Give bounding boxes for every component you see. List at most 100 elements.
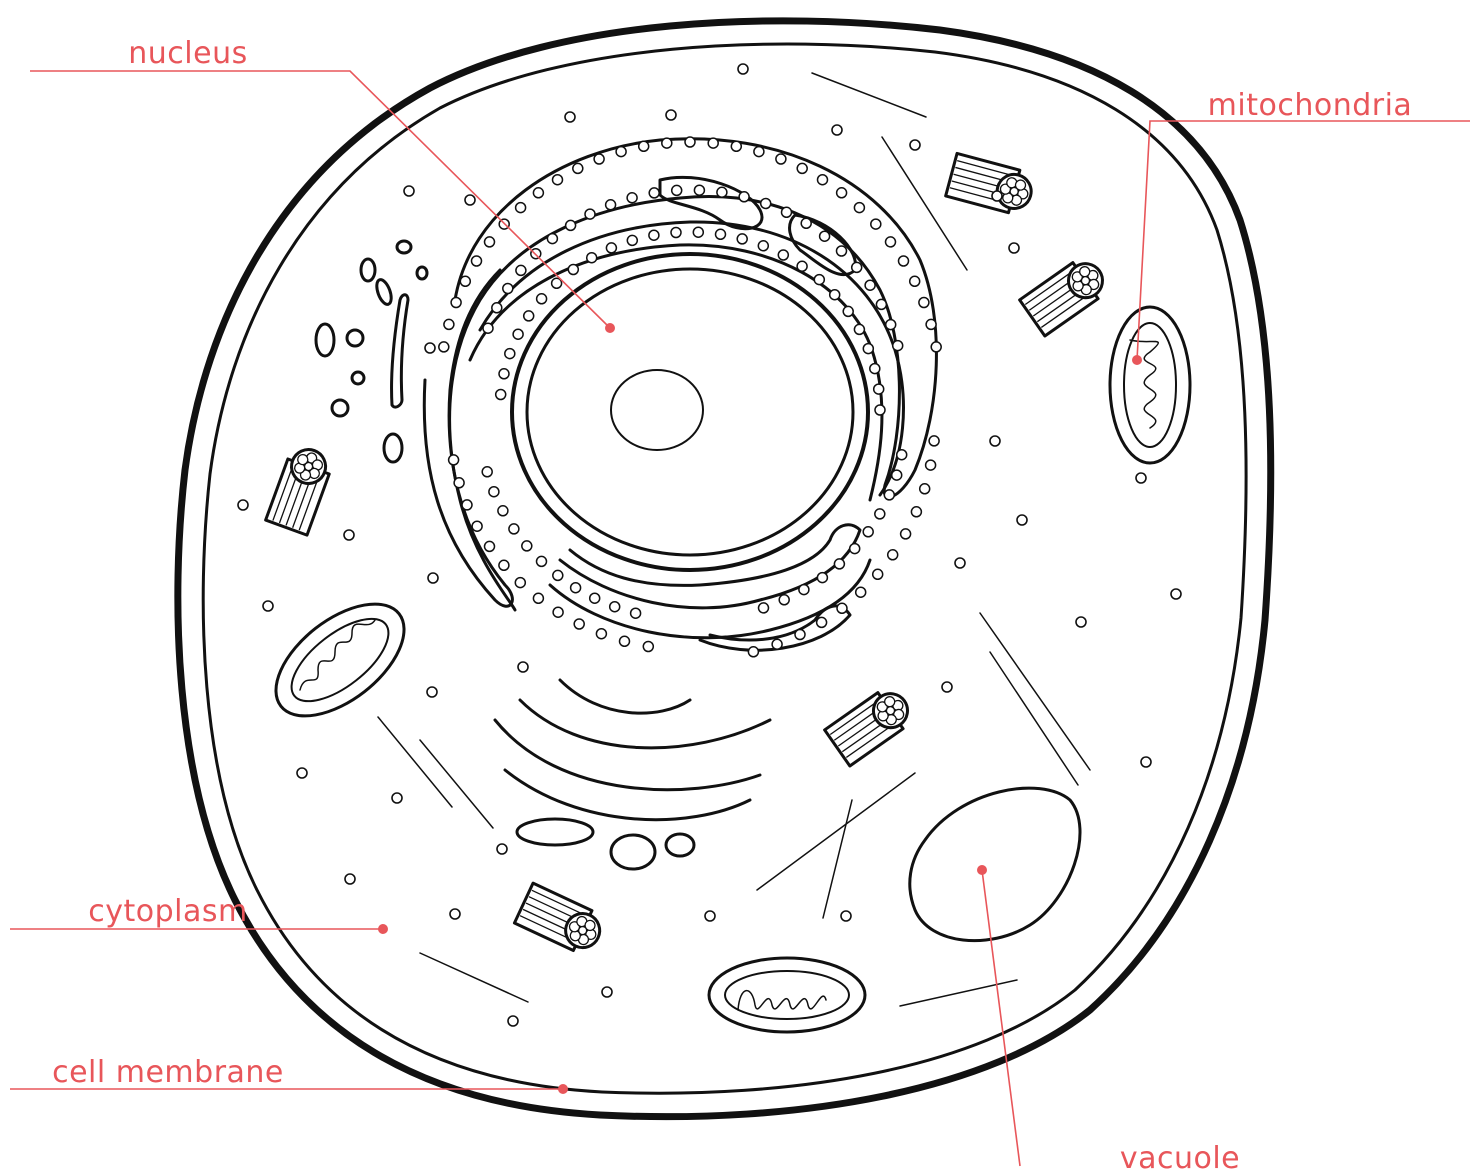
cytoplasm-leader-dot xyxy=(378,924,388,934)
nucleus-leader xyxy=(30,71,610,328)
er-ribosome xyxy=(888,550,898,560)
er-ribosome xyxy=(875,509,885,519)
ribosome xyxy=(992,191,1002,201)
vacuole-leader-dot xyxy=(977,865,987,875)
ribosome xyxy=(705,911,715,921)
er-ribosome xyxy=(537,556,547,566)
er-ribosome xyxy=(516,265,526,275)
er-ribosome xyxy=(834,559,844,569)
ribosome xyxy=(841,911,851,921)
er-ribosome xyxy=(509,524,519,534)
er-ribosome xyxy=(451,298,461,308)
er-ribosome xyxy=(797,163,807,173)
er-ribosome xyxy=(814,275,824,285)
er-ribosome xyxy=(873,569,883,579)
er-ribosome xyxy=(837,246,847,256)
er-ribosome xyxy=(627,235,637,245)
ribosome xyxy=(508,1016,518,1026)
er-ribosome xyxy=(574,619,584,629)
er-ribosome xyxy=(693,227,703,237)
er-ribosome xyxy=(489,487,499,497)
nucleolus xyxy=(611,370,703,450)
er-ribosome xyxy=(496,390,506,400)
er-ribosome xyxy=(596,629,606,639)
er-ribosome xyxy=(685,137,695,147)
er-ribosome xyxy=(533,593,543,603)
er-ribosome xyxy=(899,256,909,266)
vacuole-leader xyxy=(982,870,1020,1166)
er-ribosome xyxy=(926,460,936,470)
ribosome xyxy=(942,682,952,692)
er-ribosome xyxy=(708,138,718,148)
vacuole xyxy=(910,788,1080,941)
ribosome xyxy=(465,195,475,205)
er-ribosome xyxy=(505,349,515,359)
er-ribosome xyxy=(472,256,482,266)
er-ribosome xyxy=(818,175,828,185)
er-ribosome xyxy=(498,506,508,516)
ribosome xyxy=(738,64,748,74)
er-ribosome xyxy=(649,188,659,198)
er-ribosome xyxy=(553,570,563,580)
er-ribosome xyxy=(901,529,911,539)
ribosome xyxy=(238,500,248,510)
er-ribosome xyxy=(892,470,902,480)
er-ribosome xyxy=(547,234,557,244)
er-ribosome xyxy=(871,219,881,229)
nucleus xyxy=(512,254,868,570)
er-ribosome xyxy=(854,324,864,334)
er-ribosome xyxy=(761,199,771,209)
er-ribosome xyxy=(585,209,595,219)
er-ribosome xyxy=(759,603,769,613)
ribosome xyxy=(450,909,460,919)
er-ribosome xyxy=(778,250,788,260)
er-ribosome xyxy=(717,187,727,197)
ribosome xyxy=(832,125,842,135)
ribosome xyxy=(666,110,676,120)
er-ribosome xyxy=(772,639,782,649)
ribosome xyxy=(428,573,438,583)
centriole xyxy=(825,683,917,766)
er-ribosome xyxy=(460,276,470,286)
er-ribosome xyxy=(886,237,896,247)
er-ribosome xyxy=(472,521,482,531)
er-ribosome xyxy=(620,636,630,646)
ribosome xyxy=(990,436,1000,446)
er-ribosome xyxy=(524,311,534,321)
er-ribosome xyxy=(931,342,941,352)
er-ribosome xyxy=(573,163,583,173)
mitochondria-leader-dot xyxy=(1132,355,1142,365)
er-ribosome xyxy=(568,265,578,275)
er-ribosome xyxy=(671,228,681,238)
ribosome xyxy=(1009,243,1019,253)
ribosome xyxy=(427,687,437,697)
er-ribosome xyxy=(748,647,758,657)
ribosome xyxy=(565,112,575,122)
er-ribosome xyxy=(799,585,809,595)
er-ribosome xyxy=(837,188,847,198)
er-ribosome xyxy=(537,294,547,304)
er-ribosome xyxy=(926,319,936,329)
ribosome xyxy=(425,343,435,353)
er-ribosome xyxy=(737,234,747,244)
er-ribosome xyxy=(830,290,840,300)
er-ribosome xyxy=(817,617,827,627)
er-ribosome xyxy=(758,241,768,251)
er-ribosome xyxy=(590,593,600,603)
ribosome xyxy=(1171,589,1181,599)
ribosome xyxy=(497,844,507,854)
er-ribosome xyxy=(850,544,860,554)
label-nucleus: nucleus xyxy=(128,36,247,71)
er-ribosome xyxy=(884,490,894,500)
er-ribosome xyxy=(919,298,929,308)
er-ribosome xyxy=(627,193,637,203)
er-ribosome xyxy=(739,192,749,202)
er-ribosome xyxy=(483,323,493,333)
mitochondrion-right xyxy=(1110,307,1190,463)
er-ribosome xyxy=(893,341,903,351)
er-ribosome xyxy=(616,147,626,157)
ribosome xyxy=(1076,617,1086,627)
er-ribosome xyxy=(863,344,873,354)
ribosome xyxy=(1136,473,1146,483)
er-ribosome xyxy=(485,541,495,551)
